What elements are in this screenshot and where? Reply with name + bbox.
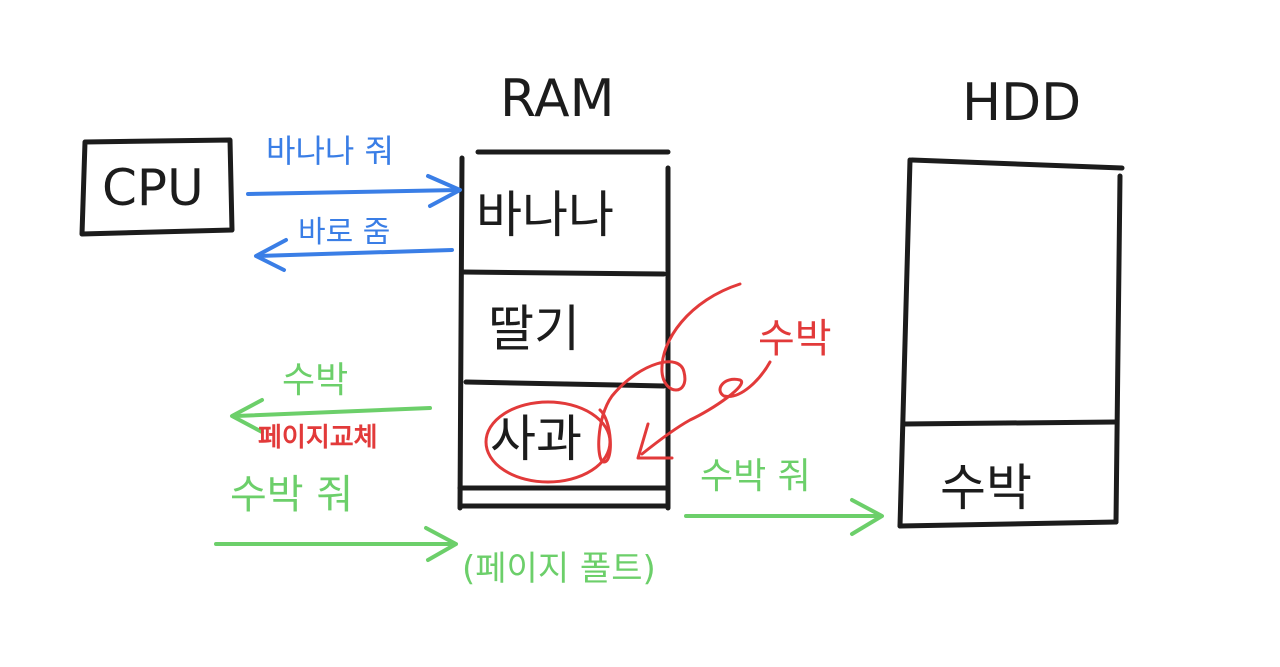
- cpu-request-arrow: 바나나 줘: [246, 132, 462, 208]
- ram-response-label: 바로 줌: [298, 215, 390, 250]
- cpu-request-2-head: [424, 526, 458, 562]
- ram-slot-1: 바나나: [476, 186, 614, 244]
- hdd-to-ram-label: 수박: [758, 316, 832, 362]
- cpu-request-label: 바나나 줘: [266, 132, 394, 170]
- page-replacement-label: 페이지교체: [258, 423, 378, 453]
- ram-block: 바나나 딸기 사과: [457, 149, 671, 511]
- cpu-request-head: [426, 174, 462, 208]
- hdd-title: HDD: [962, 73, 1081, 133]
- cpu-box-outline: [79, 137, 235, 237]
- hdd-to-ram-head: [636, 422, 674, 460]
- ram-to-cpu-item-label: 수박: [282, 360, 348, 401]
- cpu-label: CPU: [102, 159, 204, 217]
- hdd-slot: 수박: [940, 459, 1032, 517]
- hdd-to-ram-shaft: [640, 360, 772, 456]
- ram-to-cpu-item-shaft: [234, 406, 432, 418]
- ram-divider-2: [463, 379, 667, 389]
- hdd-left-edge: [897, 157, 913, 529]
- ram-slot-3: 사과: [490, 410, 582, 468]
- hdd-divider: [901, 419, 1119, 427]
- ram-response-head: [254, 238, 288, 272]
- ram-to-hdd-label: 수박 줘: [700, 456, 811, 497]
- hdd-to-ram-arrow: 수박: [597, 282, 832, 464]
- ram-slot-2: 딸기: [488, 300, 580, 358]
- ram-to-hdd-arrow: 수박 줘: [684, 456, 884, 536]
- ram-divider-1: [459, 269, 667, 277]
- ram-to-cpu-item-head: [230, 398, 264, 434]
- hdd-block: 수박: [897, 157, 1125, 529]
- page-fault-label: (페이지 폴트): [462, 549, 656, 589]
- hdd-right-edge: [1113, 173, 1123, 525]
- ram-left-edge: [457, 155, 465, 511]
- ram-to-cpu-item-arrow: 수박 페이지교체: [230, 360, 432, 453]
- hdd-to-ram-curl-left: [597, 282, 742, 464]
- ram-to-hdd-head: [850, 498, 884, 536]
- ram-response-arrow: 바로 줌: [254, 215, 454, 272]
- hdd-top-edge: [909, 157, 1125, 171]
- cpu-request-2-label: 수박 줘: [230, 472, 353, 518]
- ram-title: RAM: [500, 69, 614, 129]
- cpu-request-shaft: [246, 188, 460, 196]
- cpu-request-2-arrow: 수박 줘 (페이지 폴트): [214, 472, 656, 589]
- hdd-bottom-edge: [897, 519, 1119, 529]
- ram-response-shaft: [256, 248, 454, 258]
- cpu-box: CPU: [79, 137, 235, 237]
